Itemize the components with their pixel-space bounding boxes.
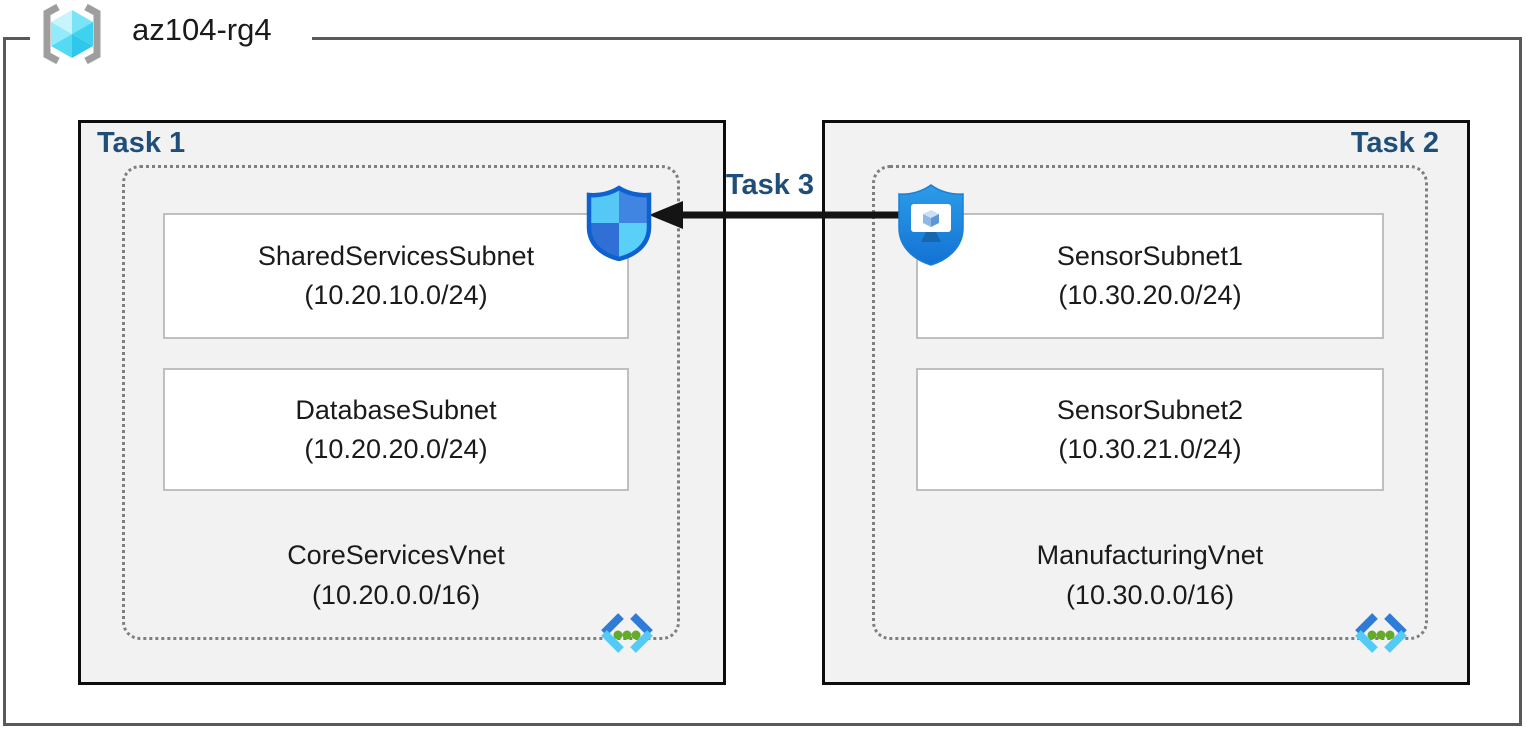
- vnet-cidr: (10.30.0.0/16): [1065, 580, 1235, 610]
- task1-label: Task 1: [97, 127, 186, 159]
- core-services-vnet-label: CoreServicesVnet (10.20.0.0/16): [163, 535, 629, 615]
- manufacturing-vnet-label: ManufacturingVnet (10.30.0.0/16): [916, 535, 1384, 615]
- sensor-subnet2-box: SensorSubnet2 (10.30.21.0/24): [916, 368, 1384, 491]
- database-subnet-box: DatabaseSubnet (10.20.20.0/24): [163, 368, 629, 491]
- subnet-cidr: (10.20.20.0/24): [304, 433, 488, 464]
- virtual-network-icon: [595, 608, 659, 658]
- task2-label: Task 2: [1350, 127, 1439, 159]
- task3-label: Task 3: [725, 169, 815, 201]
- subnet-name: SensorSubnet1: [1056, 241, 1244, 271]
- resource-group-name: az104-rg4: [132, 12, 272, 47]
- vnet-cidr: (10.20.0.0/16): [311, 580, 481, 610]
- vnet-name: CoreServicesVnet: [287, 540, 505, 570]
- shared-services-subnet-box: SharedServicesSubnet (10.20.10.0/24): [163, 213, 629, 339]
- sensor-subnet1-box: SensorSubnet1 (10.30.20.0/24): [916, 213, 1384, 339]
- subnet-cidr: (10.30.20.0/24): [1058, 280, 1242, 310]
- resource-group-frame: [3, 37, 1522, 726]
- bastion-shield-monitor-icon: [895, 182, 967, 268]
- manufacturing-vnet-boundary: [872, 165, 1428, 640]
- vnet-name: ManufacturingVnet: [1036, 540, 1264, 570]
- subnet-cidr: (10.30.21.0/24): [1058, 433, 1242, 464]
- resource-group-icon: [34, 2, 110, 66]
- virtual-network-icon: [1349, 608, 1413, 658]
- subnet-cidr: (10.20.10.0/24): [304, 280, 488, 310]
- subnet-name: SensorSubnet2: [1056, 394, 1244, 425]
- task3-arrow: [649, 201, 903, 229]
- network-security-group-shield-icon: [585, 185, 653, 262]
- subnet-name: SharedServicesSubnet: [257, 241, 535, 271]
- subnet-name: DatabaseSubnet: [295, 394, 497, 425]
- core-services-vnet-boundary: [122, 165, 680, 640]
